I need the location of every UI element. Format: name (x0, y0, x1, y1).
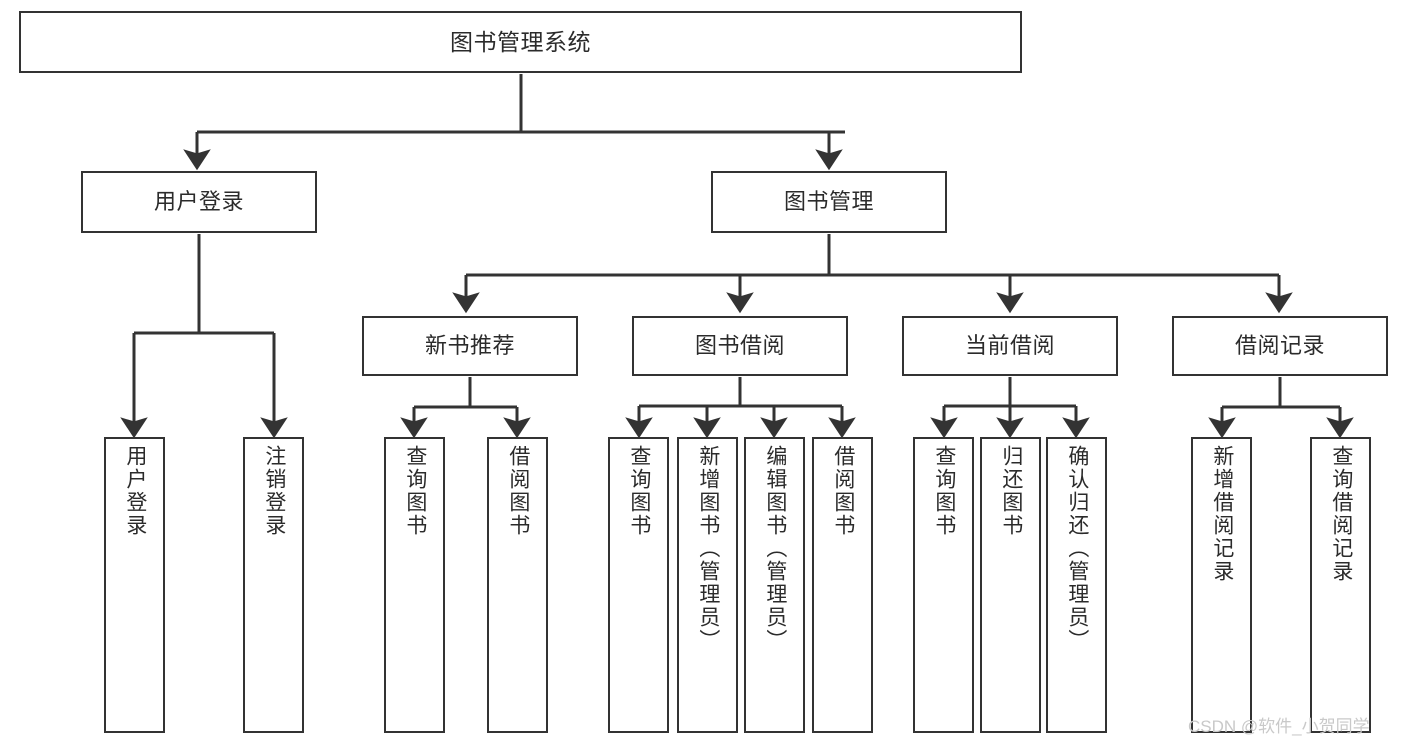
leaf-query-books-recommend[interactable]: 查询图书 (384, 437, 445, 733)
node-label: 用户登录 (153, 188, 244, 214)
node-label: 确认归还（管理员） (1065, 445, 1089, 652)
node-label: 图书借阅 (694, 332, 785, 358)
leaf-logout[interactable]: 注销登录 (243, 437, 304, 733)
node-label: 查询图书 (932, 445, 956, 537)
leaf-add-book-admin[interactable]: 新增图书（管理员） (677, 437, 738, 733)
node-label: 查询图书 (627, 445, 651, 537)
leaf-confirm-return-admin[interactable]: 确认归还（管理员） (1046, 437, 1107, 733)
node-label: 新增图书（管理员） (696, 445, 720, 652)
leaf-add-borrow-record[interactable]: 新增借阅记录 (1191, 437, 1252, 733)
node-label: 图书管理 (783, 188, 874, 214)
node-root-book-management-system[interactable]: 图书管理系统 (19, 11, 1022, 73)
node-label: 归还图书 (999, 445, 1023, 537)
leaf-query-books-current[interactable]: 查询图书 (913, 437, 974, 733)
leaf-query-books-borrow[interactable]: 查询图书 (608, 437, 669, 733)
leaf-edit-book-admin[interactable]: 编辑图书（管理员） (744, 437, 805, 733)
node-book-management[interactable]: 图书管理 (711, 171, 947, 233)
node-book-borrow[interactable]: 图书借阅 (632, 316, 848, 376)
node-label: 编辑图书（管理员） (763, 445, 787, 652)
node-label: 借阅图书 (831, 445, 855, 537)
leaf-borrow-books-recommend[interactable]: 借阅图书 (487, 437, 548, 733)
node-label: 新增借阅记录 (1210, 445, 1234, 583)
node-current-borrow[interactable]: 当前借阅 (902, 316, 1118, 376)
watermark: CSDN @软件_小贺同学 (1188, 717, 1370, 736)
leaf-borrow-books[interactable]: 借阅图书 (812, 437, 873, 733)
node-label: 注销登录 (262, 445, 286, 537)
leaf-return-books[interactable]: 归还图书 (980, 437, 1041, 733)
node-user-login[interactable]: 用户登录 (81, 171, 317, 233)
leaf-query-borrow-record[interactable]: 查询借阅记录 (1310, 437, 1371, 733)
node-borrow-records[interactable]: 借阅记录 (1172, 316, 1388, 376)
node-label: 查询图书 (403, 445, 427, 537)
node-label: 借阅记录 (1234, 332, 1325, 358)
node-label: 新书推荐 (424, 332, 515, 358)
node-label: 当前借阅 (964, 332, 1055, 358)
node-label: 用户登录 (123, 445, 147, 537)
node-new-book-recommendation[interactable]: 新书推荐 (362, 316, 578, 376)
leaf-user-login[interactable]: 用户登录 (104, 437, 165, 733)
node-label: 图书管理系统 (450, 28, 591, 55)
node-label: 查询借阅记录 (1329, 445, 1353, 583)
node-label: 借阅图书 (506, 445, 530, 537)
